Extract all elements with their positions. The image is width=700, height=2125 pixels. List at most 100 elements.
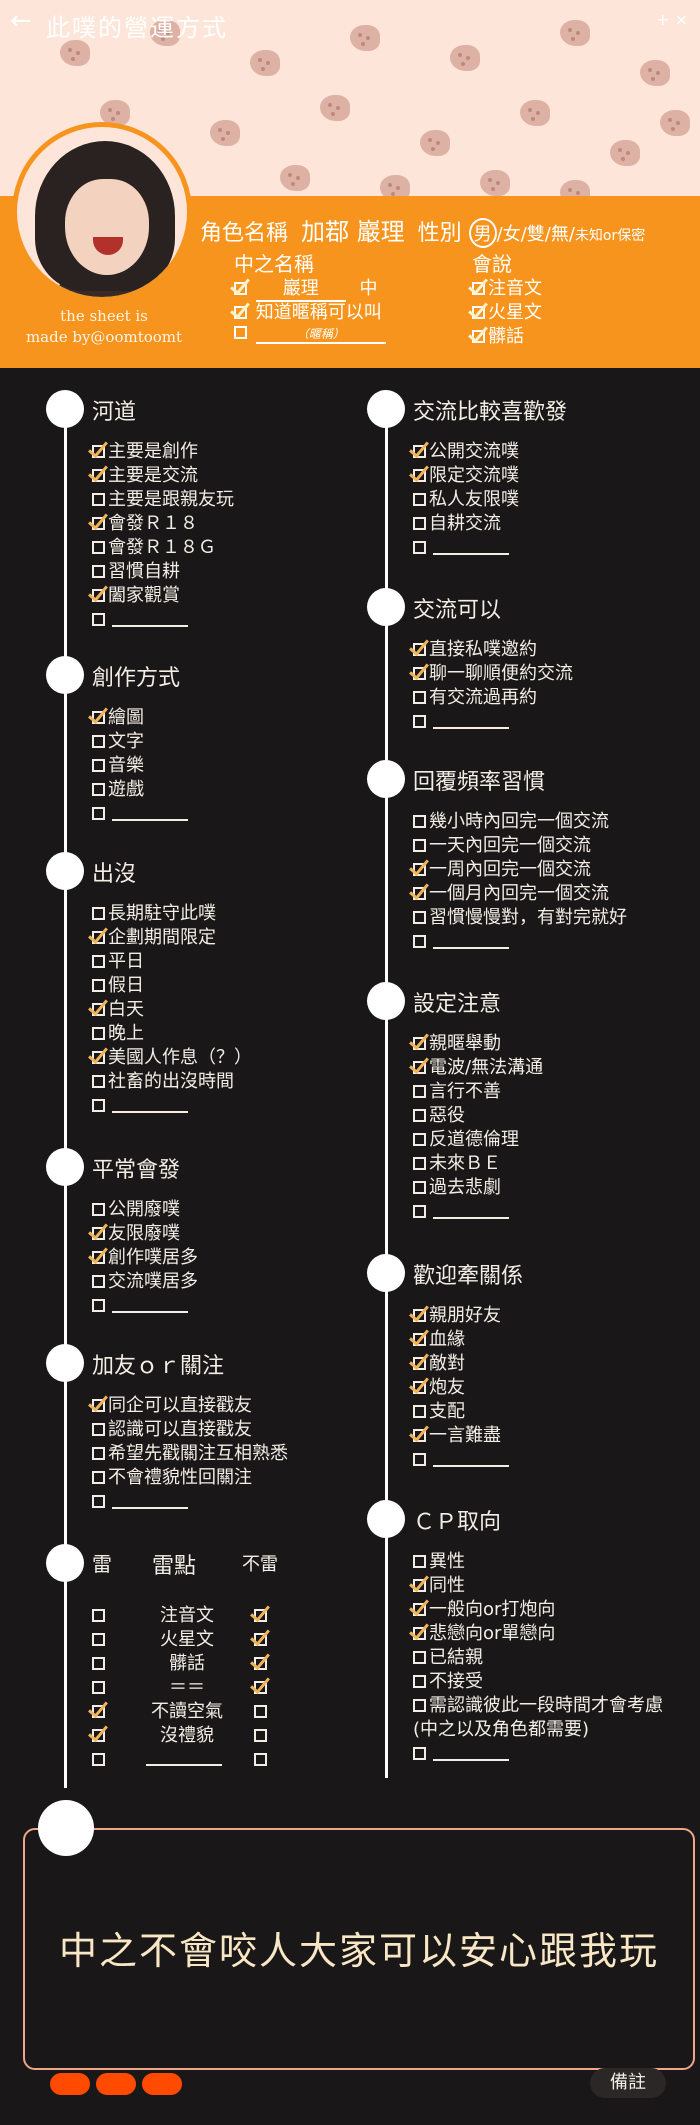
checklist-item[interactable]: 希望先戳關注互相熟悉 xyxy=(92,1442,288,1466)
checklist-item-blank[interactable] xyxy=(92,1490,288,1514)
checklist-item[interactable]: 炮友 xyxy=(413,1376,509,1400)
checkbox-checked[interactable] xyxy=(92,1051,105,1064)
checklist-item[interactable]: 企劃期間限定 xyxy=(92,926,252,950)
checkbox-empty[interactable] xyxy=(234,326,247,339)
checklist-item[interactable]: 公開交流噗 xyxy=(413,440,519,464)
checkbox-empty[interactable] xyxy=(92,1681,105,1694)
checkbox-empty[interactable] xyxy=(92,493,105,506)
checklist-item[interactable]: 惡役 xyxy=(413,1104,543,1128)
checkbox-checked[interactable] xyxy=(472,282,485,295)
checkbox-empty[interactable] xyxy=(413,691,426,704)
checkbox-empty[interactable] xyxy=(92,1275,105,1288)
orange-pill-3[interactable] xyxy=(142,2073,182,2095)
orange-pill-2[interactable] xyxy=(96,2073,136,2095)
checklist-item[interactable]: 親朋好友 xyxy=(413,1304,509,1328)
checkbox-empty[interactable] xyxy=(92,955,105,968)
checklist-item[interactable]: 異性 xyxy=(413,1550,663,1574)
checklist-item[interactable]: 公開廢噗 xyxy=(92,1198,198,1222)
checkbox-checked[interactable] xyxy=(413,1381,426,1394)
checkbox-checked[interactable] xyxy=(413,1037,426,1050)
checkbox-empty[interactable] xyxy=(413,1181,426,1194)
checkbox-empty[interactable] xyxy=(92,565,105,578)
checklist-item[interactable]: 限定交流噗 xyxy=(413,464,519,488)
checklist-item-blank[interactable] xyxy=(413,710,573,734)
checklist-item[interactable]: 一天內回完一個交流 xyxy=(413,834,627,858)
checklist-item[interactable]: 未來ＢＥ xyxy=(413,1152,543,1176)
checklist-item-blank[interactable] xyxy=(92,608,234,632)
checkbox-empty[interactable] xyxy=(413,1747,426,1760)
checkbox-checked[interactable] xyxy=(254,1633,267,1646)
checkbox-checked[interactable] xyxy=(92,469,105,482)
checklist-item[interactable]: 主要是創作 xyxy=(92,440,234,464)
checklist-item[interactable]: 自耕交流 xyxy=(413,512,519,536)
checklist-item[interactable]: 一言難盡 xyxy=(413,1424,509,1448)
checklist-item[interactable]: 認識可以直接戳友 xyxy=(92,1418,288,1442)
checkbox-empty[interactable] xyxy=(413,493,426,506)
checklist-item[interactable]: 闔家觀賞 xyxy=(92,584,234,608)
checkbox-empty[interactable] xyxy=(413,1405,426,1418)
remark-button[interactable]: 備註 xyxy=(590,2068,666,2098)
checkbox-empty[interactable] xyxy=(92,1203,105,1216)
checkbox-checked[interactable] xyxy=(413,1309,426,1322)
checkbox-empty[interactable] xyxy=(92,783,105,796)
checkbox-empty[interactable] xyxy=(413,1133,426,1146)
checkbox-empty[interactable] xyxy=(92,1447,105,1460)
checkbox-empty[interactable] xyxy=(413,1651,426,1664)
checklist-item[interactable]: 幾小時內回完一個交流 xyxy=(413,810,627,834)
checklist-item[interactable]: 過去悲劇 xyxy=(413,1176,543,1200)
checkbox-checked[interactable] xyxy=(92,1729,105,1742)
checklist-item[interactable]: (中之以及角色都需要) xyxy=(413,1718,663,1742)
checklist-item[interactable]: 晚上 xyxy=(92,1022,252,1046)
checkbox-empty[interactable] xyxy=(92,1099,105,1112)
close-icon[interactable]: + × xyxy=(656,10,688,29)
checkbox-empty[interactable] xyxy=(92,907,105,920)
checkbox-empty[interactable] xyxy=(92,1495,105,1508)
checkbox-empty[interactable] xyxy=(413,1675,426,1688)
checkbox-checked[interactable] xyxy=(234,282,247,295)
checklist-item[interactable]: 言行不善 xyxy=(413,1080,543,1104)
checklist-item[interactable]: 不接受 xyxy=(413,1670,663,1694)
checklist-item-blank[interactable] xyxy=(92,1094,252,1118)
checkbox-checked[interactable] xyxy=(92,517,105,530)
checkbox-empty[interactable] xyxy=(413,1085,426,1098)
checkbox-empty[interactable] xyxy=(92,1075,105,1088)
checkbox-checked[interactable] xyxy=(92,1227,105,1240)
checkbox-checked[interactable] xyxy=(413,1357,426,1370)
checklist-item-blank[interactable] xyxy=(413,1448,509,1472)
checkbox-empty[interactable] xyxy=(413,935,426,948)
checklist-item[interactable]: 遊戲 xyxy=(92,778,188,802)
checklist-item[interactable]: 平日 xyxy=(92,950,252,974)
checkbox-checked[interactable] xyxy=(413,1579,426,1592)
checklist-item[interactable]: 已結親 xyxy=(413,1646,663,1670)
checklist-item[interactable]: 習慣自耕 xyxy=(92,560,234,584)
checkbox-checked[interactable] xyxy=(413,887,426,900)
checklist-item[interactable]: 主要是跟親友玩 xyxy=(92,488,234,512)
checklist-item[interactable]: 白天 xyxy=(92,998,252,1022)
checkbox-empty[interactable] xyxy=(92,613,105,626)
checklist-item[interactable]: 私人友限噗 xyxy=(413,488,519,512)
checklist-item[interactable]: 需認識彼此一段時間才會考慮 xyxy=(413,1694,663,1718)
checkbox-empty[interactable] xyxy=(92,979,105,992)
checkbox-empty[interactable] xyxy=(92,541,105,554)
checklist-item[interactable]: 一個月內回完一個交流 xyxy=(413,882,627,906)
checklist-item[interactable]: 血緣 xyxy=(413,1328,509,1352)
checkbox-checked[interactable] xyxy=(472,306,485,319)
checkbox-empty[interactable] xyxy=(92,1471,105,1484)
checklist-item[interactable]: 習慣慢慢對，有對完就好 xyxy=(413,906,627,930)
checkbox-empty[interactable] xyxy=(413,715,426,728)
checkbox-empty[interactable] xyxy=(413,1205,426,1218)
checklist-item[interactable]: 同性 xyxy=(413,1574,663,1598)
checkbox-checked[interactable] xyxy=(254,1681,267,1694)
checkbox-empty[interactable] xyxy=(254,1753,267,1766)
checkbox-checked[interactable] xyxy=(413,445,426,458)
checkbox-empty[interactable] xyxy=(413,911,426,924)
checklist-item[interactable]: 交流噗居多 xyxy=(92,1270,198,1294)
checkbox-empty[interactable] xyxy=(413,1699,426,1712)
back-arrow-icon[interactable]: ← xyxy=(10,6,32,36)
checkbox-checked[interactable] xyxy=(413,1429,426,1442)
checkbox-checked[interactable] xyxy=(92,1003,105,1016)
checklist-item-blank[interactable] xyxy=(413,1200,543,1224)
checkbox-empty[interactable] xyxy=(92,1423,105,1436)
checklist-item[interactable]: 聊一聊順便約交流 xyxy=(413,662,573,686)
checklist-item[interactable]: 繪圖 xyxy=(92,706,188,730)
